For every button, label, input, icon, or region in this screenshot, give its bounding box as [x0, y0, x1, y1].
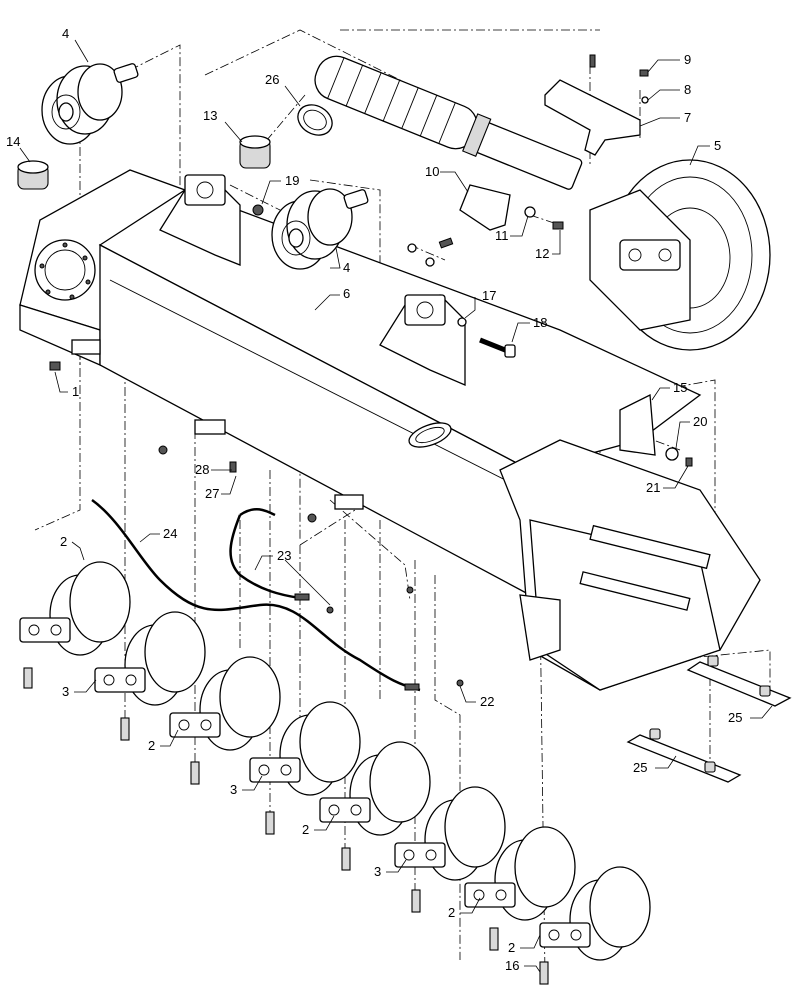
callout-3-first: 3 — [62, 684, 69, 699]
fasteners — [49, 317, 693, 523]
callout-16: 16 — [505, 958, 519, 973]
callout-8: 8 — [684, 82, 691, 97]
callout-18: 18 — [533, 315, 547, 330]
callout-26: 26 — [265, 72, 279, 87]
callout-4-middle: 4 — [343, 260, 350, 275]
callout-24: 24 — [163, 526, 177, 541]
callout-23: 23 — [277, 548, 291, 563]
callout-labels: 4 14 13 26 9 8 7 5 10 19 11 12 4 6 17 18… — [6, 26, 742, 973]
callout-2-second: 2 — [148, 738, 155, 753]
callout-1: 1 — [72, 384, 79, 399]
callout-25-upper: 25 — [728, 710, 742, 725]
callout-14: 14 — [6, 134, 20, 149]
callout-12: 12 — [535, 246, 549, 261]
callout-17: 17 — [482, 288, 496, 303]
callout-11: 11 — [495, 228, 509, 243]
callout-9: 9 — [684, 52, 691, 67]
callout-20: 20 — [693, 414, 707, 429]
guard-bracket — [544, 54, 649, 156]
callout-5: 5 — [714, 138, 721, 153]
carrier-rollers — [17, 63, 369, 270]
callout-3-third: 3 — [374, 864, 381, 879]
lube-hoses — [91, 498, 464, 692]
track-rollers — [19, 561, 651, 985]
callout-7: 7 — [684, 110, 691, 125]
callout-21: 21 — [646, 480, 660, 495]
leader-lines — [19, 39, 773, 973]
plate-bracket — [407, 184, 564, 267]
callout-27: 27 — [205, 486, 219, 501]
callout-4-top: 4 — [62, 26, 69, 41]
callout-3-second: 3 — [230, 782, 237, 797]
callout-13: 13 — [203, 108, 217, 123]
recoil-spring-assembly — [314, 55, 583, 190]
callout-2-fifth: 2 — [508, 940, 515, 955]
callout-2-third: 2 — [302, 822, 309, 837]
callout-6: 6 — [343, 286, 350, 301]
callout-19: 19 — [285, 173, 299, 188]
callout-2-first: 2 — [60, 534, 67, 549]
callout-28: 28 — [195, 462, 209, 477]
front-idler — [589, 159, 771, 351]
callout-2-fourth: 2 — [448, 905, 455, 920]
track-frame — [19, 169, 761, 691]
callout-10: 10 — [425, 164, 439, 179]
callout-15: 15 — [673, 380, 687, 395]
callout-22: 22 — [480, 694, 494, 709]
guide-plates — [626, 655, 792, 783]
callout-25-lower: 25 — [633, 760, 647, 775]
